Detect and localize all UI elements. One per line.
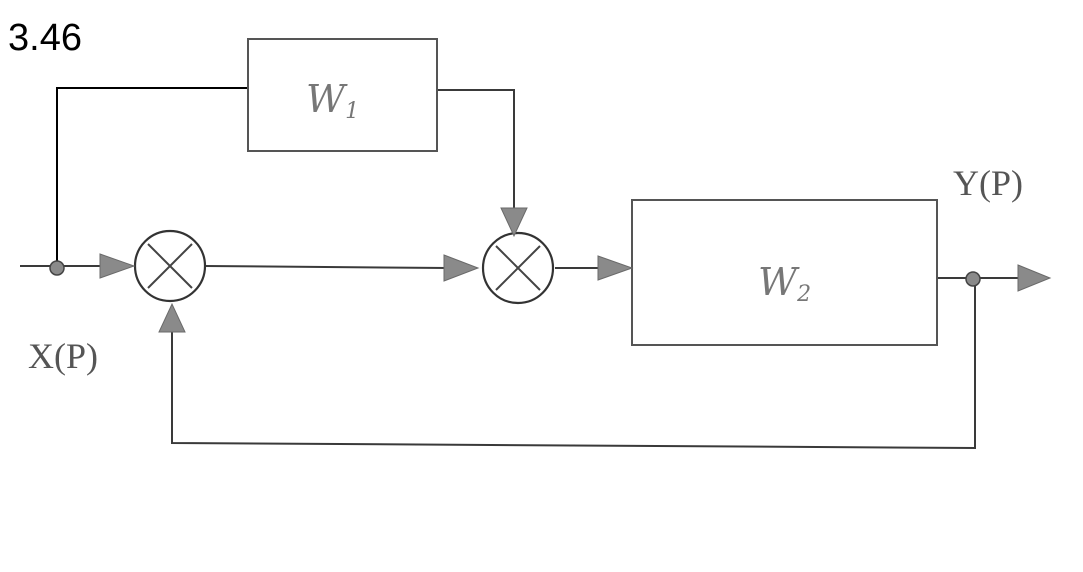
arrow-input-to-sum1 bbox=[99, 253, 136, 279]
block-w1 bbox=[247, 38, 438, 152]
problem-number: 3.46 bbox=[8, 17, 82, 59]
feedforward-wire-to-w1 bbox=[56, 87, 248, 266]
sum1-to-sum2-wire bbox=[204, 265, 449, 269]
input-label: X(P) bbox=[28, 336, 98, 376]
arrow-to-w2 bbox=[597, 255, 634, 281]
output-pickoff-point bbox=[965, 271, 981, 287]
block-w2 bbox=[631, 199, 938, 346]
block-w2-label: W2 bbox=[758, 260, 811, 307]
arrow-to-sum2 bbox=[443, 254, 480, 282]
w1-output-wire bbox=[437, 89, 515, 212]
arrow-feedback-to-sum1 bbox=[158, 302, 186, 333]
input-pickoff-point bbox=[49, 260, 65, 276]
feedback-wire bbox=[171, 278, 976, 450]
arrow-w1-to-sum2 bbox=[500, 207, 528, 238]
summing-junction-1 bbox=[133, 229, 207, 303]
summing-junction-2 bbox=[481, 231, 555, 305]
output-label: Y(P) bbox=[953, 163, 1023, 203]
block-w1-label: W1 bbox=[306, 77, 359, 124]
arrow-output bbox=[1017, 264, 1052, 292]
